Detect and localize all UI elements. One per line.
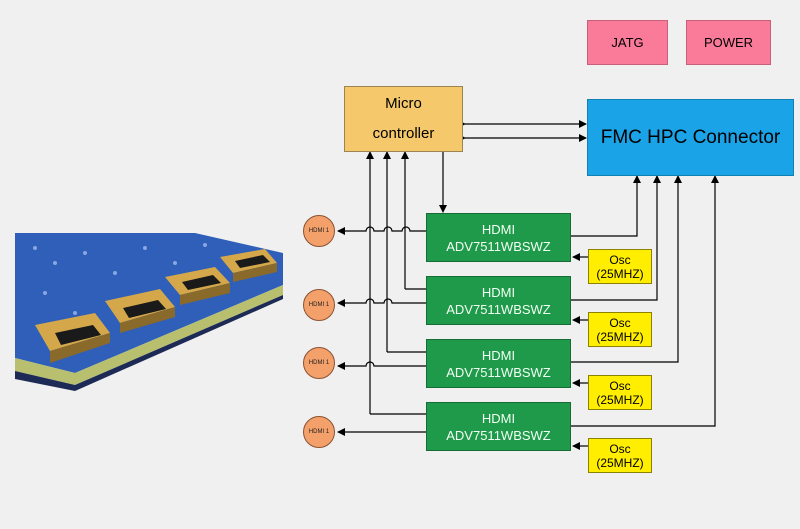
oscillator-line1: Osc	[609, 315, 631, 330]
hdmi-block: HDMI ADV7511WBSWZ	[426, 339, 571, 388]
hdmi-block-line2: ADV7511WBSWZ	[446, 301, 551, 317]
power-label: POWER	[703, 35, 754, 50]
hdmi-block: HDMI ADV7511WBSWZ	[426, 402, 571, 451]
hdmi-block-line1: HDMI	[481, 284, 516, 300]
hdmi-port-label: HDMI 1	[308, 360, 330, 366]
hdmi-block-line1: HDMI	[481, 347, 516, 363]
fmc-label: FMC HPC Connector	[600, 126, 781, 148]
oscillator-line2: (25MHZ)	[596, 266, 644, 281]
oscillator-line2: (25MHZ)	[596, 392, 644, 407]
oscillator-line1: Osc	[609, 378, 631, 393]
oscillator-box: Osc (25MHZ)	[588, 438, 652, 473]
hdmi-block-line1: HDMI	[481, 410, 516, 426]
microcontroller-line2: controller	[372, 125, 435, 142]
hdmi-port: HDMI 1	[303, 289, 335, 321]
power-box: POWER	[686, 20, 771, 65]
hdmi-port: HDMI 1	[303, 215, 335, 247]
oscillator-line2: (25MHZ)	[596, 329, 644, 344]
fmc-connector-box: FMC HPC Connector	[587, 99, 794, 176]
hdmi-port-label: HDMI 1	[308, 302, 330, 308]
hdmi-block-line2: ADV7511WBSWZ	[446, 364, 551, 380]
hdmi-port-label: HDMI 1	[308, 429, 330, 435]
hdmi-block-line2: ADV7511WBSWZ	[446, 427, 551, 443]
jtag-box: JATG	[587, 20, 668, 65]
hdmi-port: HDMI 1	[303, 347, 335, 379]
hdmi-block-line2: ADV7511WBSWZ	[446, 238, 551, 254]
board-photo	[15, 233, 283, 395]
hdmi-block: HDMI ADV7511WBSWZ	[426, 213, 571, 262]
oscillator-line1: Osc	[609, 252, 631, 267]
oscillator-box: Osc (25MHZ)	[588, 312, 652, 347]
jtag-label: JATG	[611, 35, 644, 50]
oscillator-box: Osc (25MHZ)	[588, 249, 652, 284]
hdmi-block-line1: HDMI	[481, 221, 516, 237]
hdmi-port: HDMI 1	[303, 416, 335, 448]
hdmi-port-label: HDMI 1	[308, 228, 330, 234]
oscillator-line2: (25MHZ)	[596, 455, 644, 470]
microcontroller-box: Micro controller	[344, 86, 463, 152]
oscillator-box: Osc (25MHZ)	[588, 375, 652, 410]
oscillator-line1: Osc	[609, 441, 631, 456]
hdmi-connector-photo	[35, 313, 110, 363]
hdmi-block: HDMI ADV7511WBSWZ	[426, 276, 571, 325]
microcontroller-line1: Micro	[385, 95, 422, 112]
